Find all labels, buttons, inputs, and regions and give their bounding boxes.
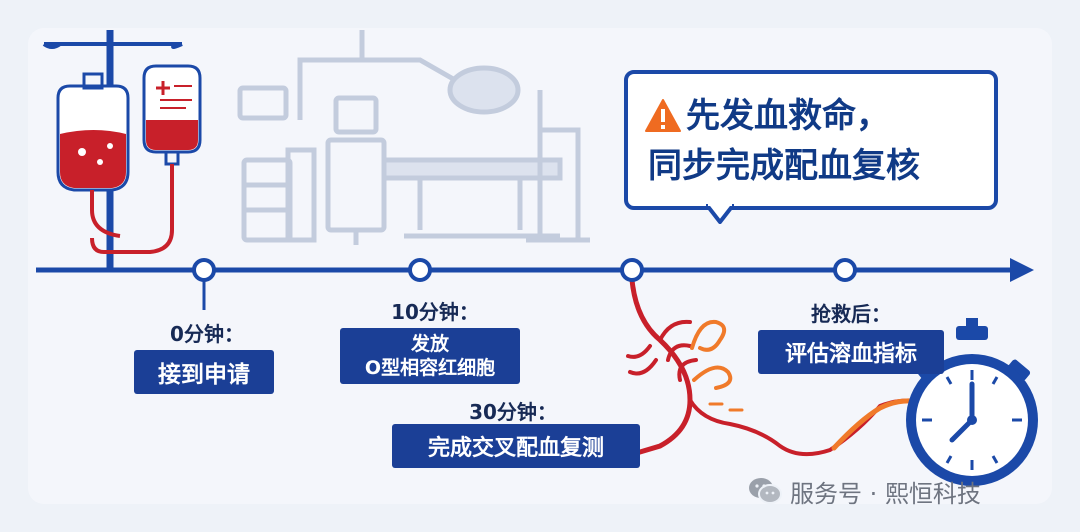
warning-triangle-icon: [645, 99, 681, 132]
milestone-30min-box: 完成交叉配血复测: [392, 424, 640, 468]
node-10min: [408, 258, 432, 282]
wechat-icon: [749, 478, 782, 504]
milestone-30min-label: 30分钟：: [469, 400, 557, 424]
operating-room-equipment: [237, 30, 590, 245]
callout-line-1: 先发血救命，: [686, 96, 890, 136]
milestone-0min-label: 0分钟：: [170, 322, 244, 346]
blood-vessel-branches: [626, 277, 923, 457]
milestone-after-label: 抢救后：: [811, 302, 891, 326]
footer-watermark: 服务号 · 熙恒科技: [748, 474, 981, 508]
callout-line-2: 同步完成配血复核: [648, 146, 920, 186]
milestone-after-box: 评估溶血指标: [758, 330, 944, 374]
timeline-nodes: [192, 258, 857, 310]
milestone-10min-box: 发放 O型相容红细胞: [340, 328, 520, 384]
node-0min: [192, 258, 216, 282]
milestone-10min-label: 10分钟：: [391, 300, 479, 324]
callout-tail: [706, 204, 734, 224]
milestone-10min-text-1: 发放: [410, 333, 449, 355]
milestone-0min-box: 接到申请: [134, 350, 274, 394]
blood-bag-large: [56, 72, 130, 238]
blood-bag-small: [90, 64, 202, 254]
timeline-axis: [36, 258, 1034, 282]
stopwatch-icon: [906, 318, 1038, 486]
node-after-rescue: [833, 258, 857, 282]
milestone-10min-text-2: O型相容红细胞: [364, 357, 496, 379]
milestone-30min-text: 完成交叉配血复测: [427, 436, 604, 461]
milestone-0min-text: 接到申请: [158, 362, 250, 388]
milestone-after-text: 评估溶血指标: [784, 342, 917, 367]
node-30min: [620, 258, 644, 282]
callout-box: [624, 70, 998, 210]
footer-text: 服务号 · 熙恒科技: [790, 479, 981, 508]
